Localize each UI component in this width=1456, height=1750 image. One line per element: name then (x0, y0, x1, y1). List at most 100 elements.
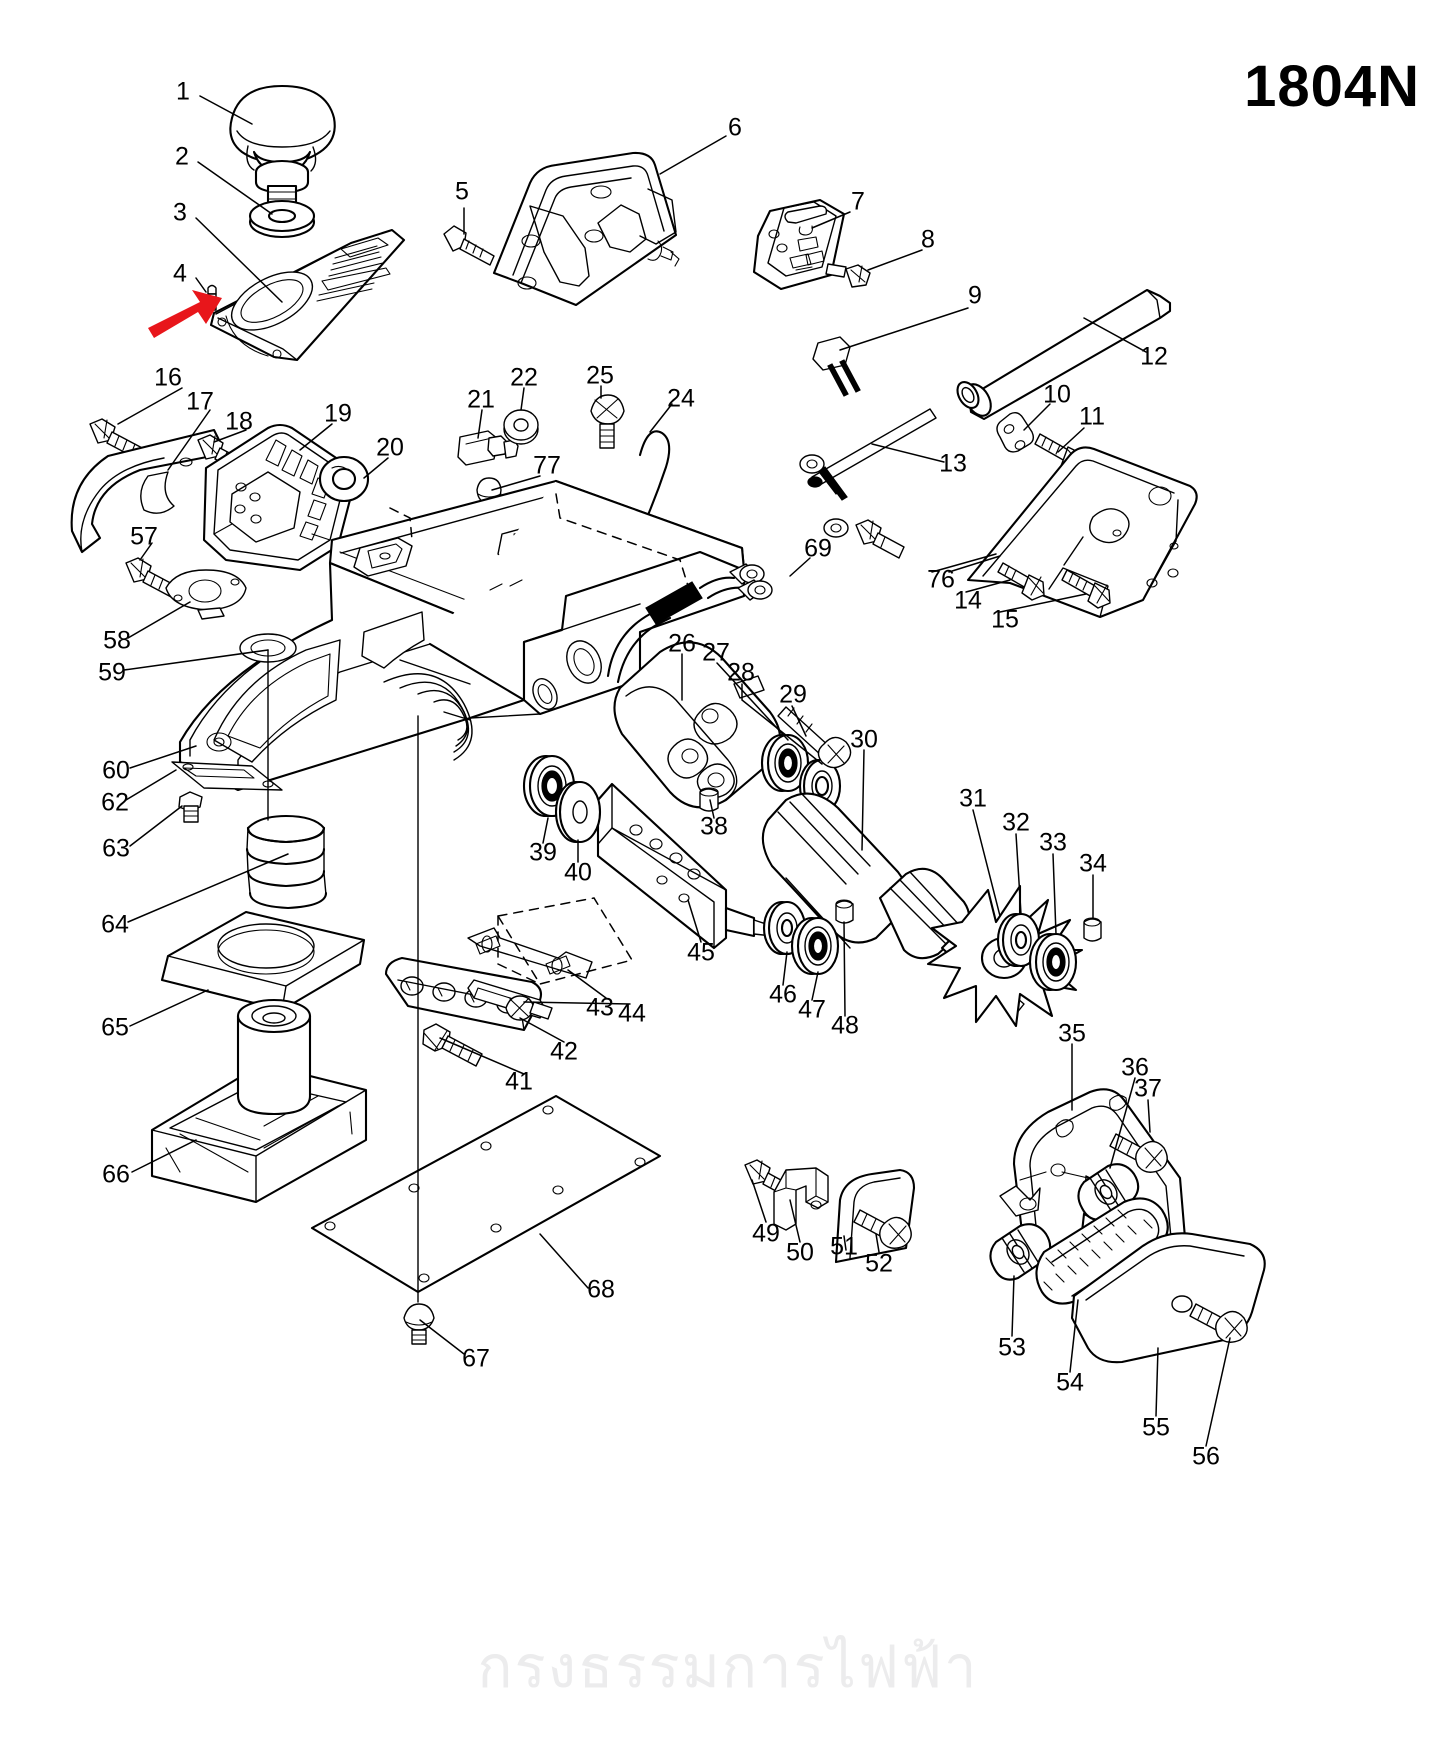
callout-41: 41 (505, 1067, 533, 1096)
part-62-plate (171, 761, 283, 791)
callout-36: 36 (1121, 1053, 1149, 1082)
callout-11: 11 (1079, 402, 1105, 431)
part-32-washer (996, 912, 1041, 968)
part-19-left-housing (202, 423, 354, 572)
callout-65: 65 (101, 1013, 129, 1042)
callout-32: 32 (1002, 808, 1030, 837)
callout-3: 3 (173, 198, 187, 227)
callout-40: 40 (564, 858, 592, 887)
leader-lines (117, 95, 1231, 1447)
callout-34: 34 (1079, 849, 1107, 878)
callout-22: 22 (510, 363, 538, 392)
part-8-screw (825, 263, 871, 288)
part-41-bolt (422, 1023, 483, 1067)
part-68-rear-base-plate (310, 1094, 662, 1294)
callout-51: 51 (830, 1232, 858, 1261)
callout-76: 76 (927, 565, 955, 594)
callout-33: 33 (1039, 828, 1067, 857)
blade-holder-dashed-outline (496, 897, 634, 985)
callout-9: 9 (968, 281, 982, 310)
part-63-nut (178, 791, 203, 823)
callout-7: 7 (851, 187, 865, 216)
callout-56: 56 (1192, 1442, 1220, 1471)
callout-69: 69 (804, 534, 832, 563)
part-40-washer (554, 780, 602, 844)
callout-21: 21 (467, 385, 495, 414)
red-highlight-arrow (148, 290, 222, 338)
part-66-base-bracket (150, 998, 368, 1204)
part-38-sleeve (699, 787, 719, 812)
callout-54: 54 (1056, 1368, 1084, 1397)
part-57-screw (125, 557, 179, 599)
callout-43: 43 (586, 993, 614, 1022)
part-22-washer (503, 409, 539, 445)
callout-20: 20 (376, 433, 404, 462)
callout-8: 8 (921, 225, 935, 254)
callout-31: 31 (959, 784, 987, 813)
field-leads-wires (606, 454, 849, 684)
part-3-cover-plate (209, 228, 406, 362)
part-26-stator-field (532, 640, 782, 809)
part-13-shaft (807, 408, 937, 488)
callout-68: 68 (587, 1275, 615, 1304)
callout-44: 44 (618, 999, 646, 1028)
part-52-screw (853, 1209, 912, 1249)
callout-16: 16 (154, 363, 182, 392)
part-20-oil-seal (318, 455, 370, 503)
callout-53: 53 (998, 1333, 1026, 1362)
callout-18: 18 (225, 407, 253, 436)
part-37-screw (1109, 1133, 1168, 1173)
callout-60: 60 (102, 756, 130, 785)
callout-25: 25 (586, 361, 614, 390)
callout-6: 6 (728, 113, 742, 142)
callout-14: 14 (954, 586, 982, 615)
callout-55: 55 (1142, 1413, 1170, 1442)
callout-15: 15 (991, 605, 1019, 634)
callout-58: 58 (103, 626, 131, 655)
part-2-washer (248, 199, 316, 239)
callout-24: 24 (667, 384, 695, 413)
part-12-power-cord (956, 288, 1172, 421)
part-64-spring (245, 649, 328, 910)
part-44-screw (505, 995, 553, 1021)
callout-66: 66 (102, 1160, 130, 1189)
callout-17: 17 (186, 387, 214, 416)
callout-30: 30 (850, 725, 878, 754)
callout-10: 10 (1043, 380, 1071, 409)
callout-37: 37 (1134, 1074, 1162, 1103)
part-27-ball-bearing (760, 733, 810, 793)
callout-49: 49 (752, 1219, 780, 1248)
callout-28: 28 (727, 658, 755, 687)
callout-48: 48 (831, 1011, 859, 1040)
callout-29: 29 (779, 680, 807, 709)
main-housing-body (178, 479, 746, 792)
callout-77: 77 (533, 451, 561, 480)
part-56-screw (1189, 1303, 1248, 1343)
part-65-front-base (160, 910, 366, 1012)
callout-4: 4 (173, 259, 187, 288)
part-14-screw (997, 562, 1045, 601)
callout-2: 2 (175, 142, 189, 171)
callout-47: 47 (798, 995, 826, 1024)
part-9-cord-terminal (812, 336, 861, 397)
model-number-title: 1804N (1244, 54, 1420, 119)
part-15-screw (1061, 569, 1111, 609)
part-6-front-cover (492, 151, 680, 307)
callout-52: 52 (865, 1249, 893, 1278)
callout-27: 27 (702, 638, 730, 667)
part-45-cutter-drum (596, 782, 773, 950)
callout-50: 50 (786, 1238, 814, 1267)
callout-13: 13 (939, 449, 967, 478)
part-33-ball-bearing (1028, 932, 1078, 992)
callout-39: 39 (529, 838, 557, 867)
part-17-lever (70, 428, 222, 554)
callout-42: 42 (550, 1037, 578, 1066)
part-48-sleeve (835, 899, 854, 924)
part-50-bracket (773, 1167, 829, 1231)
part-67-screw (403, 715, 435, 1345)
part-7-switch (752, 198, 846, 291)
part-47-ball-bearing (790, 916, 840, 976)
callout-62: 62 (101, 788, 129, 817)
